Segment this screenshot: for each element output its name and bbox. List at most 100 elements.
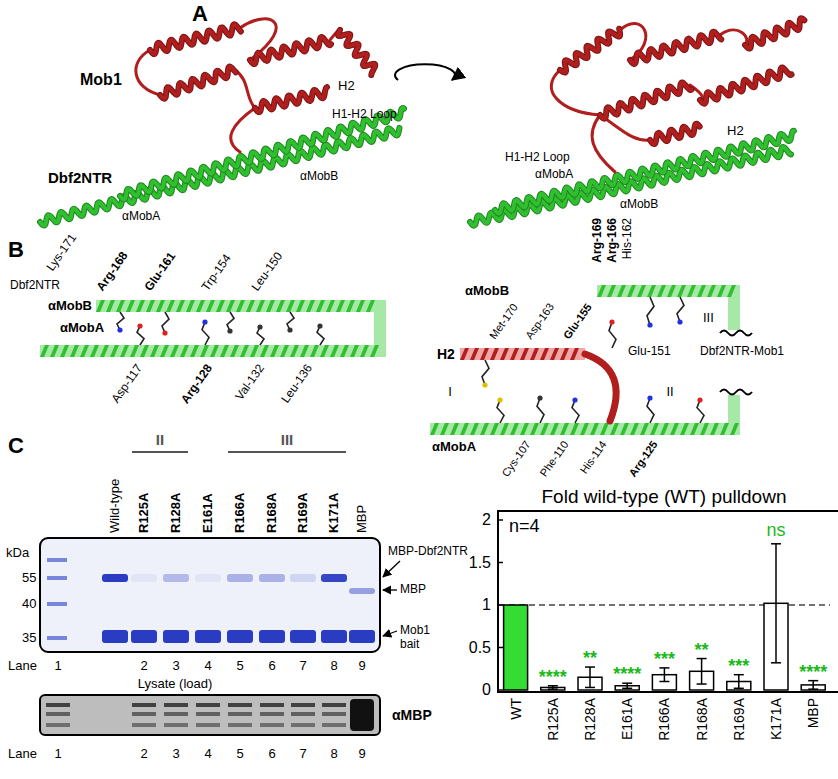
lane-number: 9 — [358, 747, 365, 762]
structure-view — [40, 18, 804, 226]
gel — [40, 452, 400, 735]
blot-band — [322, 703, 346, 707]
helix-stripe — [250, 345, 259, 357]
helix-stripe — [306, 300, 315, 312]
lane-label: MBP — [355, 505, 370, 533]
helix-stripe — [120, 345, 129, 357]
helix — [40, 128, 399, 226]
error-cap — [622, 688, 632, 690]
residue-label: Glu-161 — [142, 250, 179, 294]
helix-stripe — [186, 300, 195, 312]
lane-caption: Lane — [8, 747, 37, 762]
lane-number: 6 — [268, 747, 275, 762]
helix-stripe — [697, 285, 706, 297]
bait-band — [321, 630, 347, 643]
helix-stripe — [270, 345, 279, 357]
helix-stripe — [460, 423, 469, 435]
group-number: II — [156, 431, 164, 448]
group-bracket — [228, 451, 346, 453]
helix-stripe — [597, 285, 606, 297]
lane-caption: Lane — [8, 659, 37, 674]
helix-stripe — [150, 345, 159, 357]
side-chain — [227, 312, 234, 331]
helix-stripe — [617, 285, 626, 297]
side-chain — [537, 398, 544, 423]
helix-stripe — [50, 345, 59, 357]
helix-stripe — [510, 348, 519, 360]
helix-stripe — [300, 345, 309, 357]
lane-number: 4 — [204, 659, 211, 674]
atom — [227, 328, 232, 333]
helix — [495, 131, 794, 214]
protein-name: Mob1 — [80, 71, 122, 89]
panel-letter: B — [8, 237, 24, 262]
panel-letter: C — [8, 433, 24, 458]
helix-stripe — [570, 423, 579, 435]
helix — [700, 68, 792, 104]
blot-band — [164, 723, 188, 727]
helix-stripe — [256, 300, 265, 312]
helix-stripe — [350, 345, 359, 357]
atom — [647, 395, 652, 400]
break-mark — [720, 331, 752, 336]
atom — [162, 330, 167, 335]
bait-band — [349, 630, 375, 643]
helix-stripe — [430, 423, 439, 435]
helix-stripe — [520, 348, 529, 360]
helix-stripe — [717, 285, 726, 297]
helix-outline — [255, 87, 327, 112]
bait-band — [163, 630, 189, 643]
helix-stripe — [667, 285, 676, 297]
blot-band — [322, 723, 346, 727]
helix-stripe — [530, 423, 539, 435]
helix-stripe — [136, 300, 145, 312]
helix-stripe — [730, 423, 739, 435]
helix-stripe — [710, 423, 719, 435]
helix-outline — [338, 30, 375, 75]
helix-outline — [650, 124, 700, 144]
helix-stripe — [226, 300, 235, 312]
helix-stripe — [266, 300, 275, 312]
category-label: R169A — [731, 698, 747, 741]
helix-stripe — [370, 345, 379, 357]
loop-label: H1-H2 Loop — [505, 151, 570, 165]
atom — [257, 324, 262, 329]
error-bar — [664, 668, 666, 682]
helix-stripe — [240, 345, 249, 357]
atom — [137, 323, 142, 328]
helix-stripe — [70, 345, 79, 357]
blot-band — [228, 723, 252, 727]
blot-band — [164, 703, 188, 707]
mbp-band — [349, 588, 375, 594]
category-label: R168A — [694, 698, 710, 741]
helix-stripe — [346, 300, 355, 312]
blot-band — [46, 703, 70, 707]
leader-arrow — [383, 631, 397, 636]
bait-band — [227, 630, 253, 643]
bait-band — [290, 630, 316, 643]
error-bar — [626, 683, 628, 688]
lane-label: R125A — [137, 493, 152, 533]
helix-stripe — [590, 423, 599, 435]
helix-stripe — [80, 345, 89, 357]
helix-stripe — [470, 423, 479, 435]
axis-unit: kDa — [6, 546, 29, 561]
helix-outline — [120, 108, 404, 199]
helix-stripe — [180, 345, 189, 357]
blot-band — [46, 712, 70, 716]
helix-stripe — [220, 345, 229, 357]
lane-label: Wild-type — [108, 479, 123, 533]
helix-outline — [745, 18, 804, 48]
lane-number: 9 — [358, 659, 365, 674]
band-label: Mob1 bait — [400, 624, 440, 652]
side-chain — [202, 322, 209, 345]
helix-stripe — [286, 300, 295, 312]
category-label: K171A — [768, 698, 784, 740]
residue-label: Arg-168 — [94, 249, 131, 294]
side-chain — [572, 400, 579, 423]
side-chain — [647, 398, 654, 423]
helix-stripe — [677, 285, 686, 297]
helix-ribbon — [597, 285, 740, 297]
blot-frame — [40, 695, 380, 735]
helix-stripe — [630, 423, 639, 435]
